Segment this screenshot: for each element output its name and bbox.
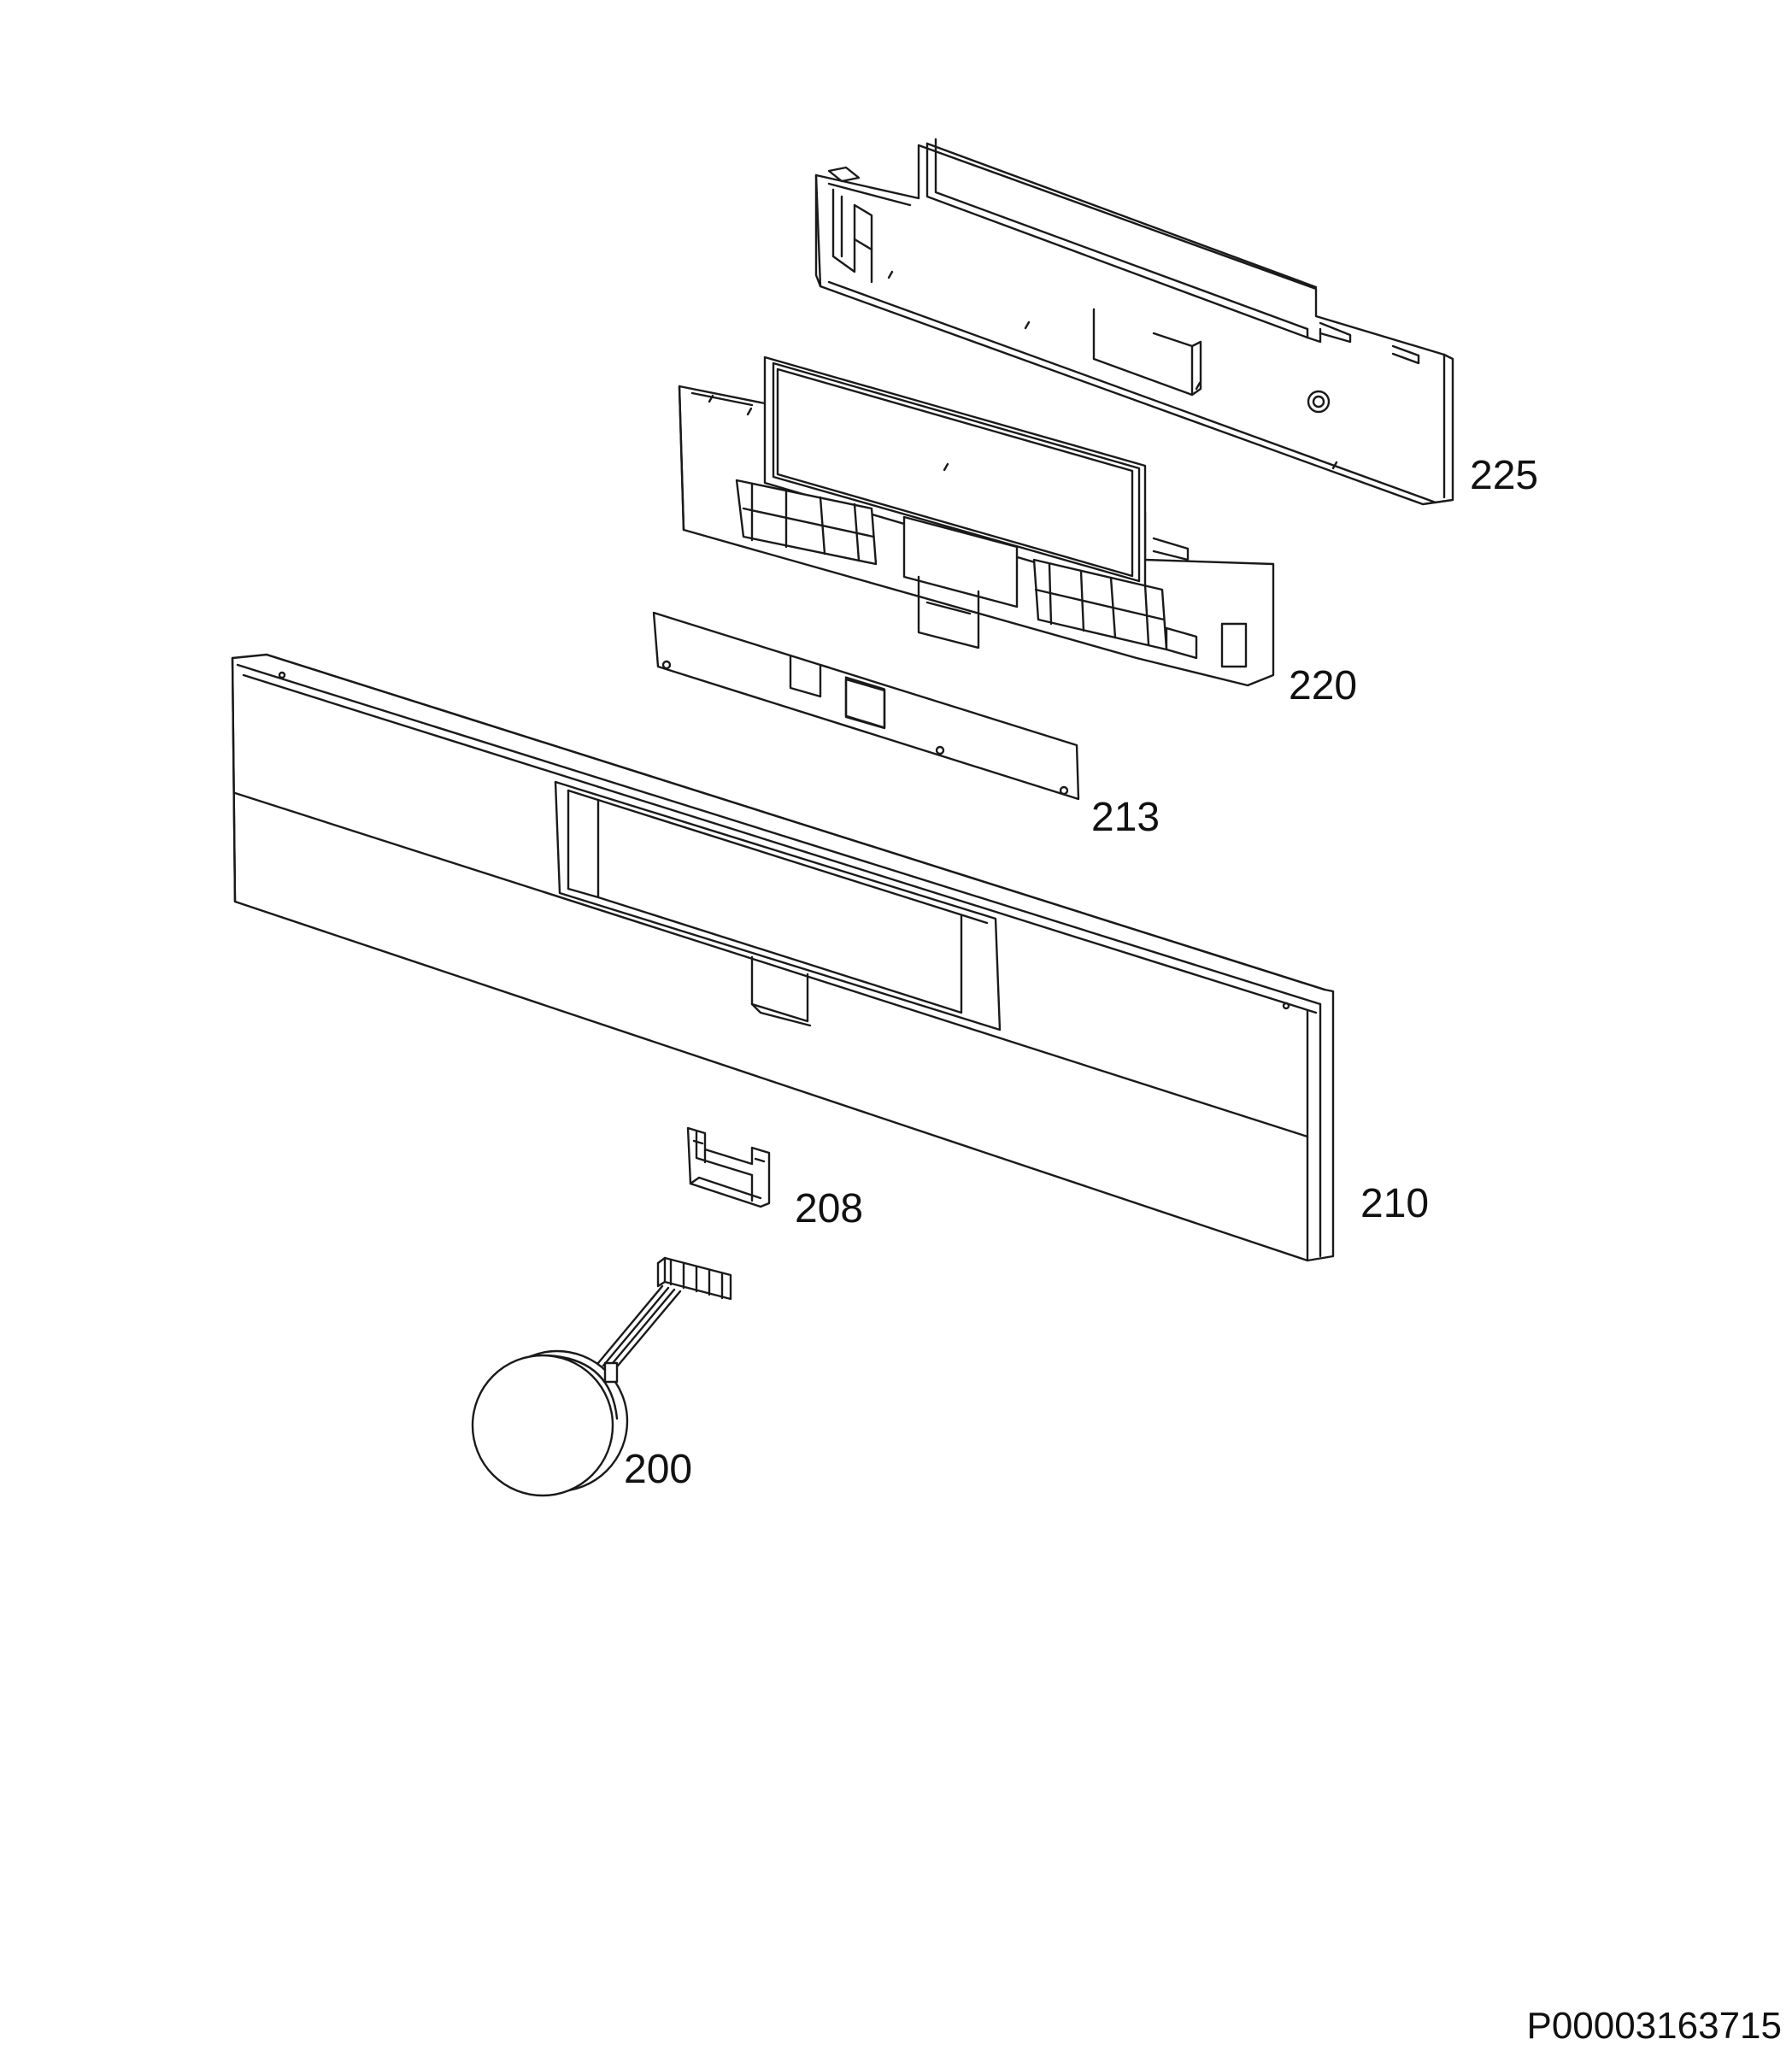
part-210-front-panel[interactable] — [231, 653, 1335, 1262]
part-220-display-frame[interactable] — [678, 356, 1275, 687]
part-label-225: 225 — [1470, 453, 1538, 498]
part-label-200: 200 — [624, 1447, 692, 1492]
part-label-208: 208 — [795, 1186, 863, 1231]
part-label-210: 210 — [1360, 1181, 1429, 1226]
part-225-rear-housing[interactable] — [814, 138, 1454, 506]
part-208-bracket[interactable] — [686, 1126, 771, 1208]
document-id: P00003163715 — [1526, 2005, 1782, 2047]
part-label-220: 220 — [1289, 663, 1357, 708]
part-200-control-knob[interactable] — [471, 1256, 732, 1497]
part-213-control-pcb[interactable] — [652, 611, 1080, 801]
part-label-213: 213 — [1091, 795, 1160, 840]
